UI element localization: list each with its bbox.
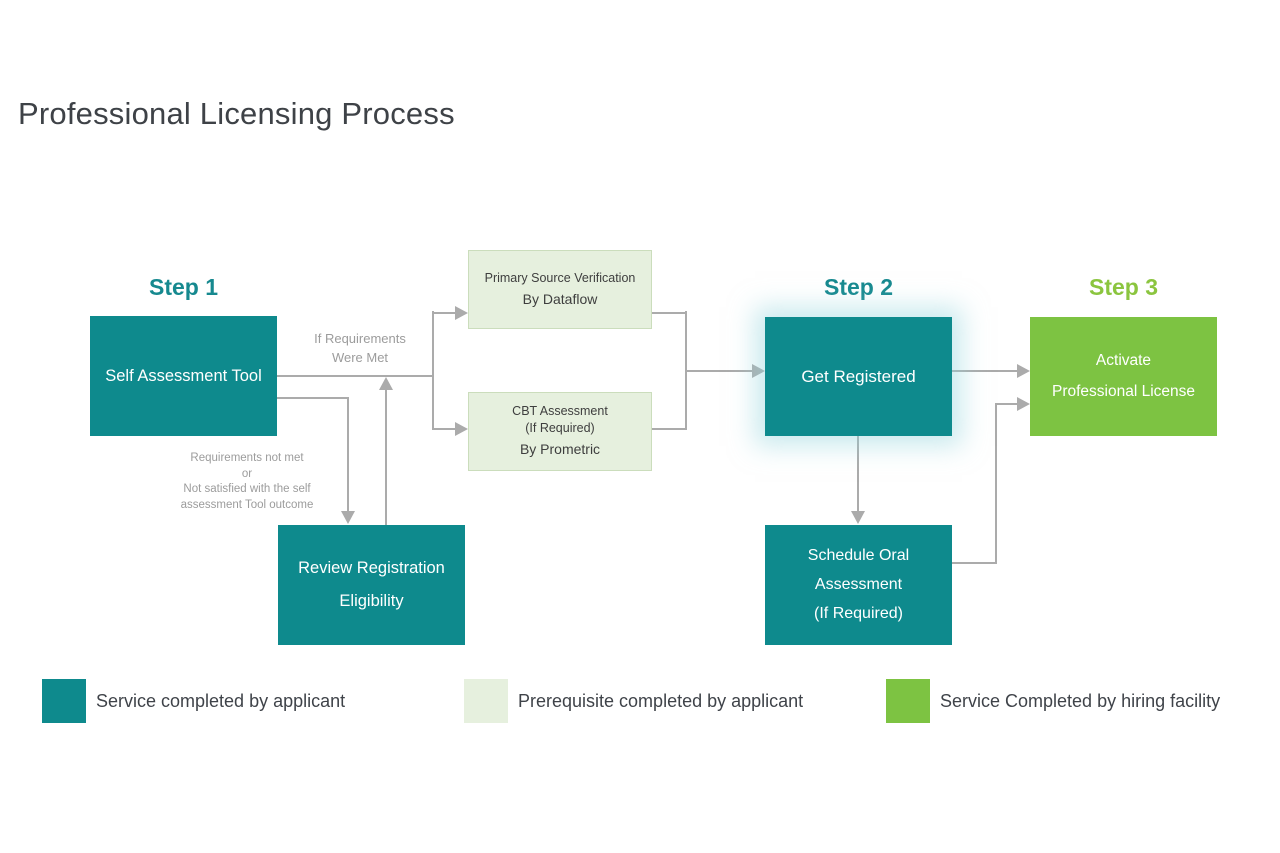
node-label: Review Registration — [298, 559, 445, 577]
node-self-assessment-tool: Self Assessment Tool — [90, 316, 277, 436]
legend-swatch-service-hiring-facility — [886, 679, 930, 723]
node-label: Schedule Oral — [807, 547, 910, 564]
node-label: (If Required) — [814, 605, 903, 622]
edge-label-requirements-not-met: Requirements not met or Not satisfied wi… — [152, 451, 342, 513]
edge-label-line: If Requirements — [314, 331, 406, 346]
arrowhead-into-schedule — [851, 511, 865, 524]
node-label: CBT Assessment — [512, 404, 608, 418]
connector-split-vertical — [432, 311, 434, 430]
legend-swatch-prerequisite-applicant — [464, 679, 508, 723]
node-cbt-assessment: CBT Assessment (If Required) By Prometri… — [468, 392, 652, 471]
connector-self-to-review-v — [347, 397, 349, 512]
arrowhead-into-cbt — [455, 422, 468, 436]
arrowhead-into-review — [341, 511, 355, 524]
step-1-label: Step 1 — [148, 274, 219, 300]
connector-schedule-out — [952, 562, 997, 564]
connector-merge-to-register — [686, 370, 752, 372]
node-label: Activate — [1095, 352, 1152, 369]
connector-schedule-up — [995, 403, 997, 564]
edge-label-line: Were Met — [331, 350, 389, 365]
node-review-registration-eligibility: Review Registration Eligibility — [278, 525, 465, 645]
arrowhead-into-primary-source — [455, 306, 468, 320]
node-schedule-oral-assessment: Schedule Oral Assessment (If Required) — [765, 525, 952, 645]
step-3-label: Step 3 — [1088, 274, 1159, 300]
node-get-registered: Get Registered — [765, 317, 952, 436]
arrowhead-into-get-registered — [752, 364, 765, 378]
node-sublabel: By Dataflow — [522, 290, 598, 307]
connector-schedule-to-activate — [995, 403, 1018, 405]
connector-primary-out — [652, 312, 687, 314]
step-2-label: Step 2 — [823, 274, 894, 300]
connector-cbt-out — [652, 428, 687, 430]
legend-label-prerequisite-applicant: Prerequisite completed by applicant — [518, 691, 804, 711]
legend-label-service-hiring-facility: Service Completed by hiring facility — [940, 691, 1221, 711]
edge-label-line: Not satisfied with the self — [183, 483, 311, 495]
edge-label-line: assessment Tool outcome — [180, 498, 314, 511]
connector-self-to-review-h — [277, 397, 348, 399]
node-label: Self Assessment Tool — [105, 366, 262, 385]
connector-register-to-activate — [952, 370, 1017, 372]
node-label: (If Required) — [525, 421, 595, 435]
edge-label-line: or — [241, 467, 253, 480]
edge-label-line: Requirements not met — [190, 452, 304, 464]
legend-swatch-service-applicant — [42, 679, 86, 723]
arrowhead-up-into-mainline — [379, 377, 393, 390]
edge-label-requirements-met: If Requirements Were Met — [295, 329, 425, 367]
connector-split-to-primary — [432, 312, 456, 314]
node-label: Get Registered — [801, 366, 916, 386]
node-activate-professional-license: Activate Professional License — [1030, 317, 1217, 436]
arrowhead-into-activate-top — [1017, 364, 1030, 378]
page-title: Professional Licensing Process — [18, 96, 455, 131]
node-label: Assessment — [814, 576, 903, 593]
connector-split-to-cbt — [432, 428, 456, 430]
node-sublabel: By Prometric — [519, 441, 601, 457]
connector-register-to-schedule — [857, 436, 859, 512]
node-primary-source-verification: Primary Source Verification By Dataflow — [468, 250, 652, 329]
node-label: Professional License — [1051, 383, 1196, 400]
connector-self-to-split — [277, 375, 433, 377]
arrowhead-into-activate-bottom — [1017, 397, 1030, 411]
legend-label-service-applicant: Service completed by applicant — [96, 691, 346, 711]
node-label: Primary Source Verification — [484, 270, 636, 285]
node-label: Eligibility — [339, 592, 404, 610]
connector-review-up-to-mainline — [385, 390, 387, 525]
